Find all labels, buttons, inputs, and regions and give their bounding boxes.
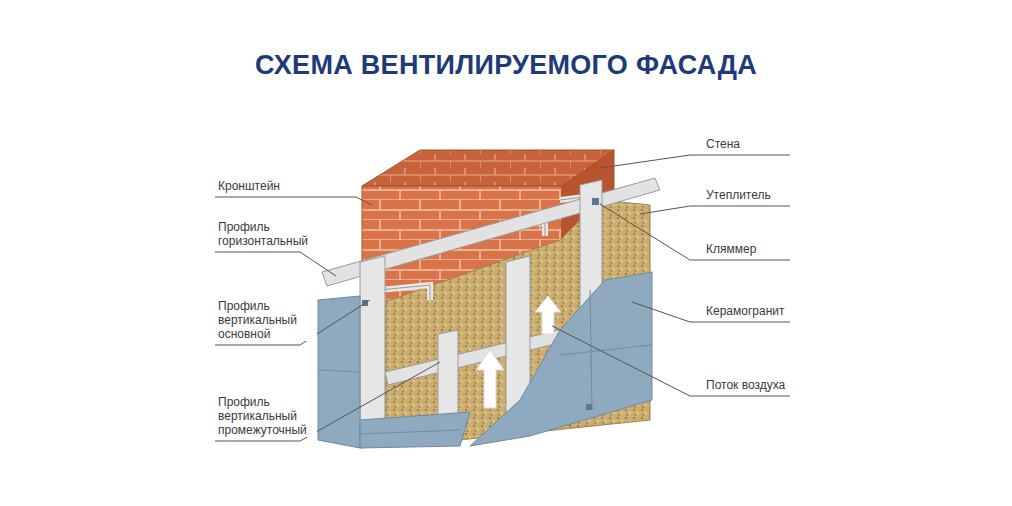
part-label: Керамогранит (705, 304, 791, 318)
ceramic-panel (470, 272, 652, 446)
leader-line (640, 206, 790, 214)
clamp (592, 198, 599, 205)
part-label: Профиль вертикальный основной (217, 299, 317, 341)
clamp (586, 404, 592, 410)
leader-line (552, 326, 790, 396)
part-label: Кляммер (705, 242, 791, 256)
leader-line (215, 252, 336, 276)
part-label: Утеплитель (705, 188, 791, 202)
leader-line (632, 302, 790, 322)
leader-line (600, 155, 790, 168)
part-label: Поток воздуха (705, 378, 791, 392)
leader-line (215, 300, 370, 345)
part-label: Стена (705, 137, 791, 151)
part-label: Профиль вертикальный промежуточный (217, 395, 317, 437)
panel-joint (318, 290, 652, 434)
airflow-arrow (476, 350, 504, 408)
diagram-title: СХЕМА ВЕНТИЛИРУЕМОГО ФАСАДА (0, 50, 1012, 81)
leader-line (600, 204, 790, 260)
part-label: Кронштейн (217, 179, 349, 193)
leader-line (215, 362, 440, 441)
leader-line (215, 197, 372, 205)
part-label: Профиль горизонтальный (217, 220, 317, 248)
